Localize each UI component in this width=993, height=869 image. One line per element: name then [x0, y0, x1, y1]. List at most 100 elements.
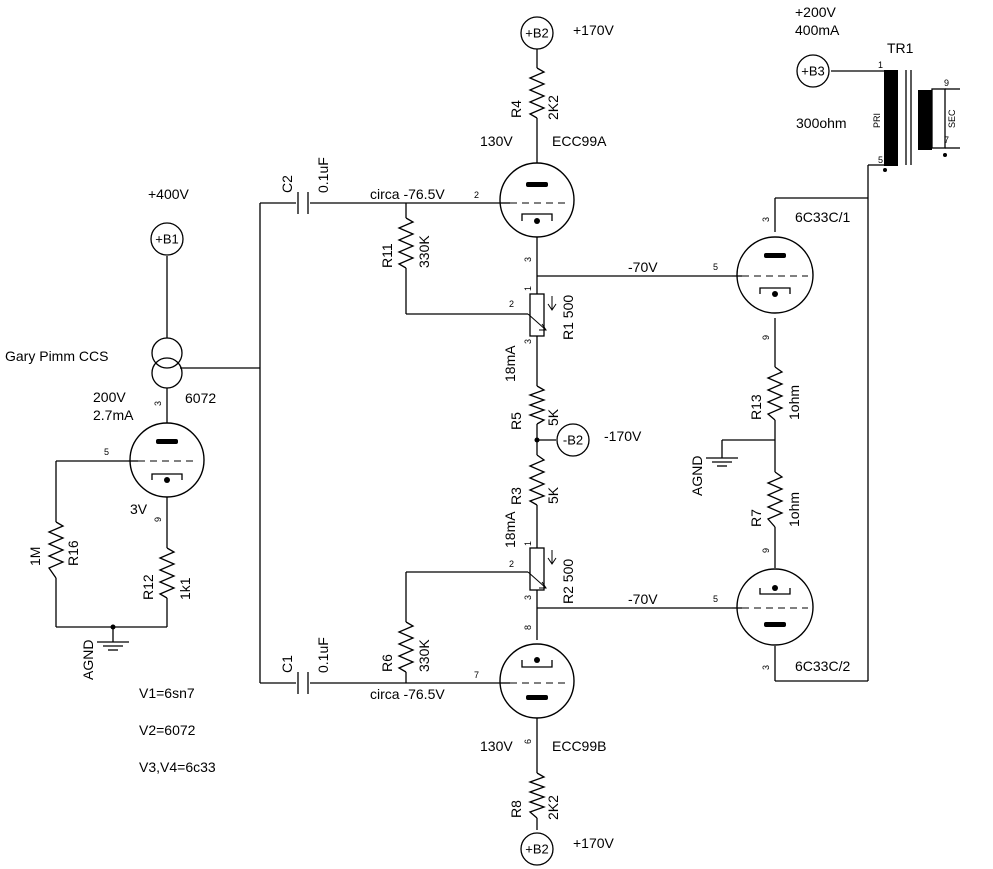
potentiometer-r2	[527, 547, 557, 591]
tr1-pri-label: PRI	[872, 113, 882, 128]
tr1-impedance: 300ohm	[796, 115, 847, 131]
tube-6c33c1-pin-plate: 3	[761, 217, 771, 222]
tr1-ref: TR1	[887, 40, 914, 56]
ground-left-label: AGND	[80, 640, 96, 680]
r7-ref: R7	[748, 509, 764, 527]
r6-ref: R6	[379, 654, 395, 672]
supply-b1: +B1	[150, 222, 184, 256]
r3-ref: R3	[508, 487, 524, 505]
ecc99b-pin-grid: 7	[474, 670, 479, 680]
note-v3-v4: V3,V4=6c33	[139, 759, 216, 775]
ecc99a-pin-cathode: 3	[523, 257, 533, 262]
tube-6c33c1-name: 6C33C/1	[795, 209, 850, 225]
r7-value: 1ohm	[786, 492, 802, 527]
ccs-label: Gary Pimm CCS	[5, 348, 108, 364]
current-bottom: 18mA	[502, 511, 518, 548]
r4-ref: R4	[508, 100, 524, 118]
resistor-r4	[528, 67, 546, 119]
r2-pin3: 3	[523, 595, 533, 600]
resistor-r11	[397, 217, 415, 269]
tr1-pin5: 5	[878, 155, 883, 165]
r11-value: 330K	[416, 235, 432, 268]
potentiometer-r1	[527, 293, 557, 337]
junction-dots	[110, 153, 947, 630]
ground-right-label: AGND	[689, 456, 705, 496]
tube-6c33c2-grid-voltage: -70V	[628, 591, 658, 607]
r2-pin2: 2	[509, 559, 514, 569]
tube-6072	[128, 422, 205, 498]
tube-6072-pin-cathode: 9	[153, 517, 163, 522]
r12-value: 1k1	[177, 577, 193, 600]
ecc99b-name: ECC99B	[552, 738, 606, 754]
r6-value: 330K	[416, 639, 432, 672]
r16-ref: R16	[65, 540, 81, 566]
r1-pin3: 3	[523, 339, 533, 344]
resistor-r8	[528, 772, 546, 819]
labels: +170V +170V -170V +400V +200V 400mA TR1 …	[5, 4, 957, 851]
tube-6c33c2-pin-plate: 3	[761, 665, 771, 670]
resistor-r7	[766, 471, 784, 528]
tube-6c33c1-grid-voltage: -70V	[628, 259, 658, 275]
supply-b1-label: +B1	[155, 232, 179, 247]
r16-value: 1M	[27, 547, 43, 566]
supply-neg-b2: -B2	[556, 423, 590, 457]
r4-value: 2K2	[545, 95, 561, 120]
tube-6c33c2-name: 6C33C/2	[795, 658, 850, 674]
ground-right	[706, 457, 738, 467]
c1-value: 0.1uF	[315, 637, 331, 673]
tube-6072-cathode-voltage: 3V	[130, 501, 148, 517]
tr1-pin7: 7	[944, 135, 949, 145]
supply-b3: +B3	[796, 54, 830, 88]
ecc99b-pin-cathode: 8	[523, 625, 533, 630]
ecc99a-plate-voltage: 130V	[480, 133, 513, 149]
supply-b2-bottom-label: +B2	[525, 842, 549, 857]
tube-6072-current: 2.7mA	[93, 407, 134, 423]
r13-ref: R13	[748, 394, 764, 420]
ecc99b-plate-voltage: 130V	[480, 738, 513, 754]
tube-6072-pin-grid: 5	[104, 447, 109, 457]
resistor-r16	[47, 521, 65, 579]
wires	[55, 49, 960, 830]
tube-6072-name: 6072	[185, 390, 216, 406]
tube-6c33c2-pin-cathode: 9	[761, 548, 771, 553]
tube-6c33c2-pin-grid: 5	[713, 594, 718, 604]
resistor-r5	[528, 385, 546, 425]
ecc99a-name: ECC99A	[552, 133, 607, 149]
note-v2: V2=6072	[139, 722, 196, 738]
c1-ref: C1	[279, 655, 295, 673]
tube-6c33c-1	[732, 236, 814, 314]
r8-value: 2K2	[545, 795, 561, 820]
tube-ecc99b	[499, 643, 575, 719]
tr1-sec-label: SEC	[947, 109, 957, 128]
c2-ref: C2	[279, 175, 295, 193]
supply-b3-label: +B3	[801, 64, 825, 79]
resistor-r13	[766, 366, 784, 421]
b2-bottom-voltage: +170V	[573, 835, 615, 851]
tr1-pin9: 9	[944, 78, 949, 88]
supply-b2-top-label: +B2	[525, 26, 549, 41]
r13-value: 1ohm	[786, 385, 802, 420]
b2-top-voltage: +170V	[573, 22, 615, 38]
tube-6072-plate-voltage: 200V	[93, 389, 126, 405]
tube-6c33c1-pin-grid: 5	[713, 262, 718, 272]
ecc99a-pin-grid: 2	[474, 190, 479, 200]
ground-left	[97, 641, 129, 651]
supply-neg-b2-label: -B2	[563, 433, 583, 448]
tube-6c33c1-pin-cathode: 9	[761, 335, 771, 340]
resistor-r12	[158, 547, 176, 599]
ecc99a-grid-voltage: circa -76.5V	[370, 186, 445, 202]
c2-value: 0.1uF	[315, 157, 331, 193]
r1-pin1: 1	[523, 286, 533, 291]
transformer-tr1	[884, 70, 946, 166]
r2-label: R2 500	[560, 559, 576, 604]
supply-b2-top: +B2	[520, 16, 554, 50]
r5-value: 5K	[545, 408, 561, 426]
tr1-pin1: 1	[878, 60, 883, 70]
r12-ref: R12	[140, 574, 156, 600]
r1-label: R1 500	[560, 295, 576, 340]
r8-ref: R8	[508, 800, 524, 818]
r1-pin2: 2	[509, 299, 514, 309]
b3-voltage: +200V	[795, 4, 837, 20]
supply-b2-bottom: +B2	[520, 832, 554, 866]
note-v1: V1=6sn7	[139, 685, 195, 701]
